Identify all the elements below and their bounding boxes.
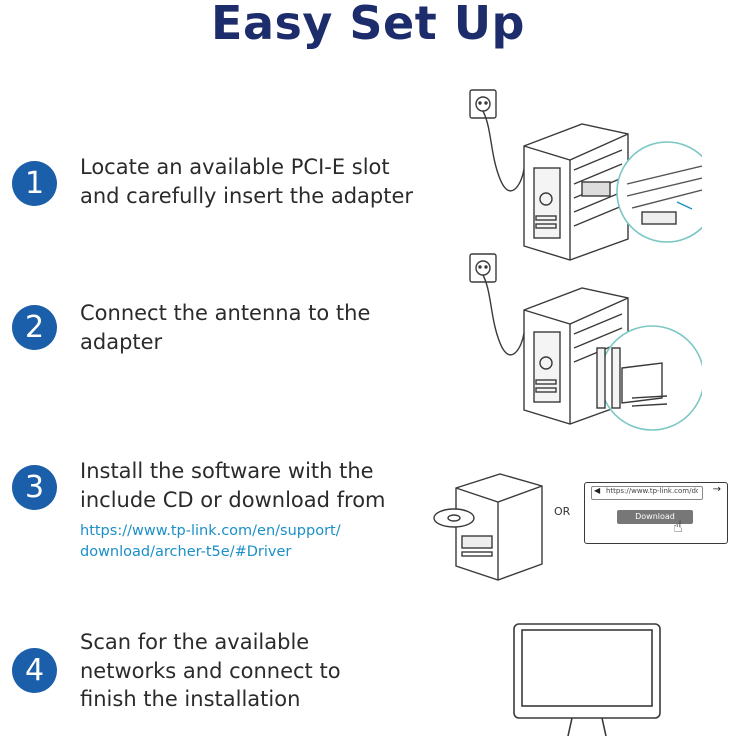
step-line: adapter bbox=[80, 329, 163, 354]
step-line: networks and connect to bbox=[80, 658, 341, 683]
arrow-left-icon: ◀ bbox=[594, 486, 601, 495]
step-text: Locate an available PCI-E slot and caref… bbox=[80, 153, 420, 210]
step-text: Scan for the available networks and conn… bbox=[80, 628, 420, 714]
link-line[interactable]: https://www.tp-link.com/en/support/ bbox=[80, 523, 341, 539]
step-line: Connect the antenna to the bbox=[80, 301, 371, 325]
page-title: Easy Set Up bbox=[211, 0, 525, 50]
step-number-badge: 3 bbox=[12, 465, 57, 510]
step-number-badge: 4 bbox=[12, 648, 57, 693]
step-line: Locate an available PCI-E slot bbox=[80, 155, 390, 179]
cd-install-illustration bbox=[432, 466, 552, 586]
step-line: Install the software with the bbox=[80, 459, 374, 483]
browser-address-bar: ◀ https://www.tp-link.com/dowl... bbox=[591, 486, 703, 500]
pc-insert-adapter-illustration bbox=[462, 84, 702, 264]
step-line: finish the installation bbox=[80, 687, 301, 711]
or-label: OR bbox=[554, 505, 571, 518]
monitor-illustration bbox=[512, 620, 662, 736]
hand-cursor-icon: ☝ bbox=[673, 517, 683, 536]
step-line: include CD or download from bbox=[80, 487, 386, 512]
download-button[interactable]: Download bbox=[617, 510, 693, 524]
link-line[interactable]: download/archer-t5e/#Driver bbox=[80, 544, 292, 560]
browser-url-text: https://www.tp-link.com/dowl... bbox=[606, 487, 698, 495]
arrow-right-icon: → bbox=[712, 484, 721, 495]
step-line: and carefully insert the adapter bbox=[80, 183, 414, 208]
step-number-badge: 1 bbox=[12, 161, 57, 206]
step-number-badge: 2 bbox=[12, 305, 57, 350]
step-text: Connect the antenna to the adapter bbox=[80, 299, 420, 356]
connect-antenna-illustration bbox=[462, 248, 702, 438]
browser-window: ◀ https://www.tp-link.com/dowl... → Down… bbox=[584, 482, 728, 544]
step-text: Install the software with the include CD… bbox=[80, 457, 420, 514]
driver-download-link[interactable]: https://www.tp-link.com/en/support/ down… bbox=[80, 521, 400, 563]
step-line: Scan for the available bbox=[80, 630, 310, 654]
browser-download-illustration: ◀ https://www.tp-link.com/dowl... → Down… bbox=[584, 482, 728, 544]
